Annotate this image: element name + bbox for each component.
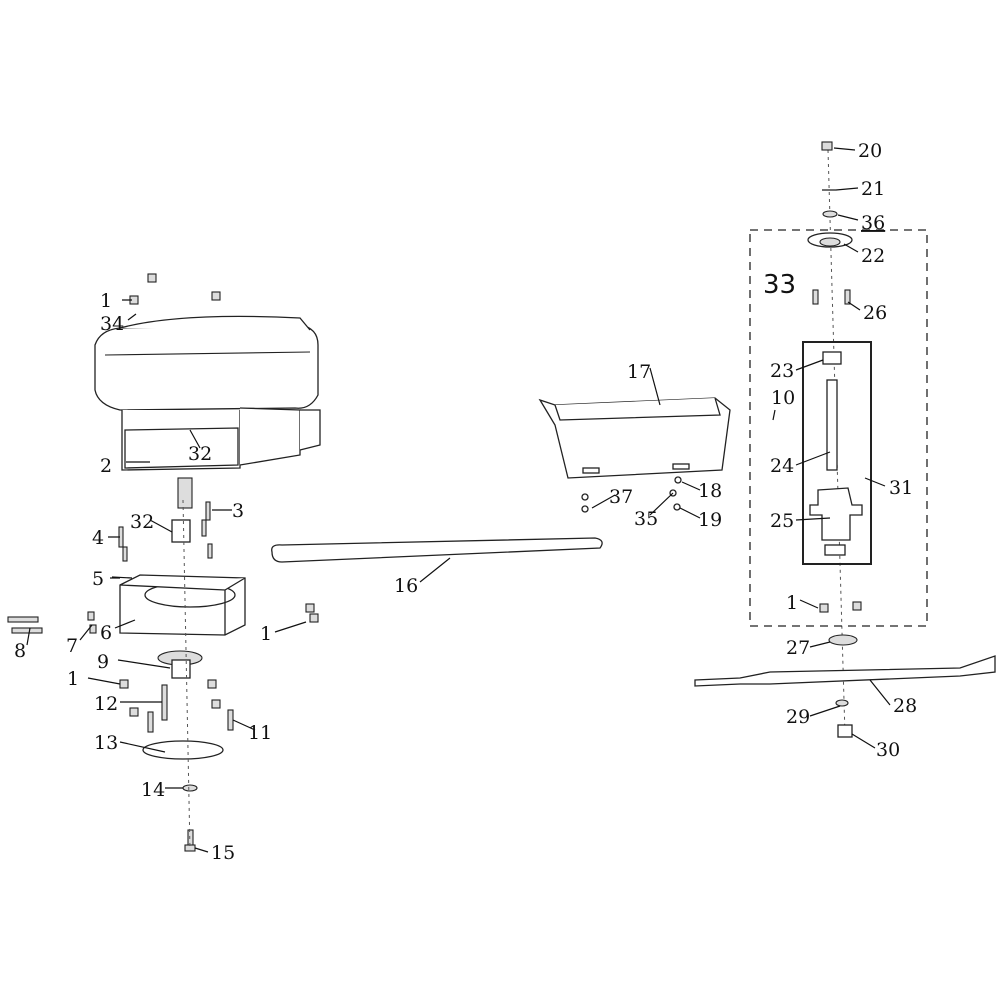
callout-1: 1 <box>786 592 798 614</box>
callout-35: 35 <box>634 508 658 530</box>
callout-36: 36 <box>861 212 885 234</box>
callout-2: 2 <box>100 455 112 477</box>
callout-8: 8 <box>14 640 26 662</box>
callout-1: 1 <box>260 623 272 645</box>
callout-4: 4 <box>92 527 104 549</box>
callout-27: 27 <box>786 637 810 659</box>
leader-lines <box>26 147 891 853</box>
callout-10: 10 <box>771 387 795 409</box>
callout-7: 7 <box>66 635 78 657</box>
adapter-block <box>119 574 246 636</box>
callout-31: 31 <box>889 477 913 499</box>
callout-34: 34 <box>100 313 124 335</box>
callout-labels: 33 1 34 2 32 32 3 4 5 6 7 8 1 9 1 12 11 … <box>14 140 917 864</box>
callout-6: 6 <box>100 622 112 644</box>
callout-32: 32 <box>130 511 154 533</box>
callout-12: 12 <box>94 693 118 715</box>
callout-18: 18 <box>698 480 722 502</box>
spindle-assembly <box>694 141 996 738</box>
group-label-33: 33 <box>763 270 796 300</box>
callout-3: 3 <box>232 500 244 522</box>
callout-26: 26 <box>863 302 887 324</box>
callout-20: 20 <box>858 140 882 162</box>
callout-17: 17 <box>627 361 651 383</box>
callout-25: 25 <box>770 510 794 532</box>
callout-13: 13 <box>94 732 118 754</box>
callout-28: 28 <box>893 695 917 717</box>
hardware-left <box>7 273 319 634</box>
callout-9: 9 <box>97 651 109 673</box>
callout-37: 37 <box>609 486 633 508</box>
callout-19: 19 <box>698 509 722 531</box>
callout-21: 21 <box>861 178 885 200</box>
callout-22: 22 <box>861 245 885 267</box>
callout-16: 16 <box>394 575 418 597</box>
belt <box>271 537 603 563</box>
engine <box>94 315 321 509</box>
callout-11: 11 <box>248 722 272 744</box>
callout-24: 24 <box>770 455 794 477</box>
callout-23: 23 <box>770 360 794 382</box>
callout-15: 15 <box>211 842 235 864</box>
callout-5: 5 <box>92 568 104 590</box>
callout-32: 32 <box>188 443 212 465</box>
callout-1: 1 <box>100 290 112 312</box>
pulley-assembly <box>119 499 234 852</box>
callout-14: 14 <box>141 779 165 801</box>
callout-30: 30 <box>876 739 900 761</box>
callout-29: 29 <box>786 706 810 728</box>
callout-1: 1 <box>67 668 79 690</box>
belt-cover <box>538 397 731 513</box>
